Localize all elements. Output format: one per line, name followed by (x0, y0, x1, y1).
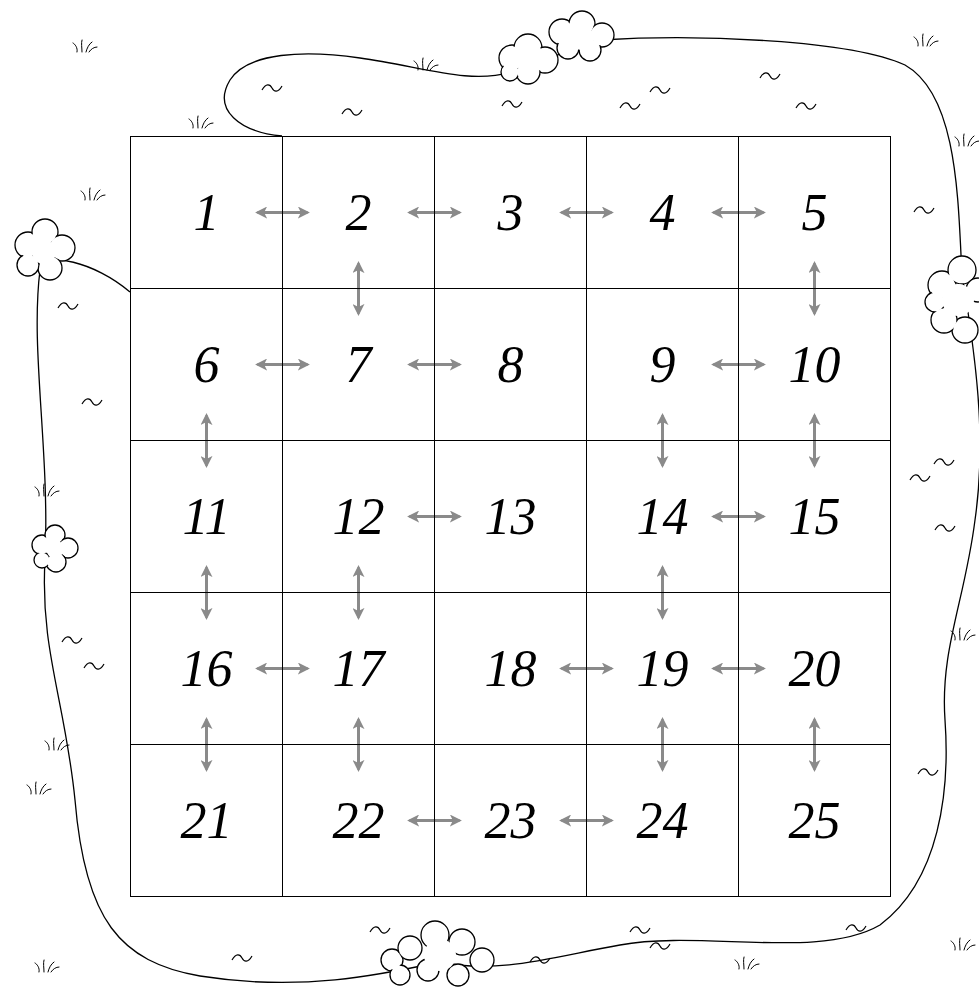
cell-number: 17 (333, 643, 385, 695)
grid-cell: 7 (282, 288, 435, 441)
grid-cell: 2 (282, 136, 435, 289)
grid-cell: 20 (738, 592, 891, 745)
cell-number: 18 (485, 643, 537, 695)
grid-cell: 13 (434, 440, 587, 593)
grid-cell: 24 (586, 744, 739, 897)
cell-number: 10 (789, 339, 841, 391)
grid-cell: 5 (738, 136, 891, 289)
cell-number: 12 (333, 491, 385, 543)
grid-cell: 19 (586, 592, 739, 745)
cell-number: 11 (182, 491, 230, 543)
grid-cell: 6 (130, 288, 283, 441)
grid-cell: 1 (130, 136, 283, 289)
cell-number: 2 (346, 187, 372, 239)
cell-number: 7 (346, 339, 372, 391)
grid-cell: 23 (434, 744, 587, 897)
grid-cell: 17 (282, 592, 435, 745)
grid-cell: 21 (130, 744, 283, 897)
grid-cell: 14 (586, 440, 739, 593)
cell-number: 16 (181, 643, 233, 695)
grid-cell: 10 (738, 288, 891, 441)
cell-number: 9 (650, 339, 676, 391)
grid-cell: 22 (282, 744, 435, 897)
grid-cell: 4 (586, 136, 739, 289)
cell-number: 14 (637, 491, 689, 543)
cell-number: 13 (485, 491, 537, 543)
grid-cell: 12 (282, 440, 435, 593)
cell-number: 19 (637, 643, 689, 695)
grid-cell: 25 (738, 744, 891, 897)
cell-number: 4 (650, 187, 676, 239)
grid-cell: 9 (586, 288, 739, 441)
cell-number: 8 (498, 339, 524, 391)
grid-cell: 15 (738, 440, 891, 593)
cell-number: 6 (194, 339, 220, 391)
cell-number: 21 (181, 795, 233, 847)
cell-number: 3 (498, 187, 524, 239)
grid-cell: 18 (434, 592, 587, 745)
cell-number: 15 (789, 491, 841, 543)
cell-number: 5 (802, 187, 828, 239)
cell-number: 23 (485, 795, 537, 847)
grid-cell: 11 (130, 440, 283, 593)
grid-cell: 8 (434, 288, 587, 441)
grid-cell: 16 (130, 592, 283, 745)
cell-number: 1 (194, 187, 220, 239)
cell-number: 25 (789, 795, 841, 847)
cell-number: 20 (789, 643, 841, 695)
grid-cell: 3 (434, 136, 587, 289)
cell-number: 24 (637, 795, 689, 847)
cell-number: 22 (333, 795, 385, 847)
